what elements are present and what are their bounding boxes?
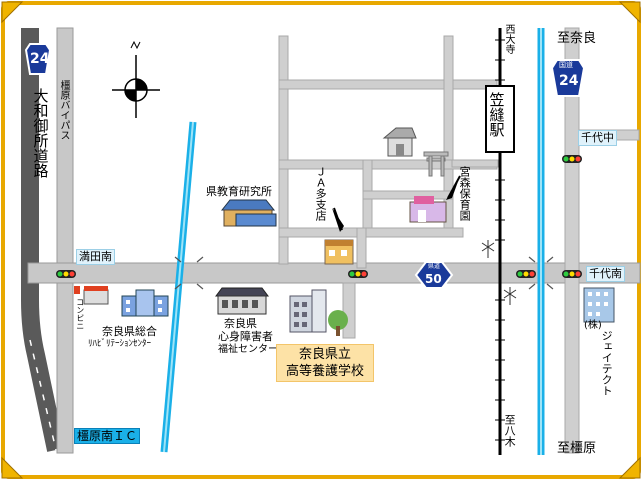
north-arrow-icon xyxy=(112,40,160,118)
route-50-sign-text: 県道 xyxy=(428,263,441,270)
factory-icon xyxy=(583,287,615,323)
label-kashihara-bypass: 橿原バイパス xyxy=(58,80,69,140)
building-icon xyxy=(220,199,277,227)
convenience-store-icon xyxy=(74,286,109,305)
route-24-right-sign xyxy=(550,59,586,97)
label-welfare-2: 心身障害者 xyxy=(218,330,273,343)
label-nursery: 宮森保育園 xyxy=(458,166,472,221)
label-to-kashihara: 至橿原 xyxy=(557,441,597,456)
route-24-sign-text: 国道 xyxy=(559,61,573,69)
route-50-number: 50 xyxy=(425,272,442,286)
highway-center-line xyxy=(29,339,57,451)
bridge-marks xyxy=(174,256,554,290)
label-welfare-1: 奈良県 xyxy=(224,317,257,330)
school-label-line1: 奈良県立 xyxy=(298,347,351,362)
school-label: 奈良県立 高等養護学校 xyxy=(276,344,374,382)
label-ja-branch: ＪＡ多支店 xyxy=(314,166,328,221)
label-kashihara-minami-ic: 橿原南ＩＣ xyxy=(74,428,141,444)
label-jtekt: ジェイテクト xyxy=(600,330,614,396)
traffic-signal-icon xyxy=(56,155,582,278)
route-50-road xyxy=(27,262,641,284)
route-24-left-number: 24 xyxy=(30,51,50,67)
yamato-gosho-road xyxy=(21,28,65,452)
label-jtekt-kabu: (株) xyxy=(584,320,602,331)
label-to-nara: 至奈良 xyxy=(557,31,597,46)
label-nishi-oodera: 西大寺 xyxy=(503,24,514,54)
label-to-yagi: 至八木 xyxy=(503,414,517,447)
kasanui-station-box xyxy=(485,85,515,153)
torii-icon xyxy=(423,151,449,177)
shrine-icon xyxy=(382,127,417,157)
level-crossing-icon xyxy=(481,240,517,305)
route-50-sign xyxy=(414,261,454,289)
building-icon xyxy=(121,289,169,317)
route-24-left-sign xyxy=(24,43,52,75)
label-rehab-center-2: ﾘﾊﾋﾞﾘﾃｰｼｮﾝｾﾝﾀｰ xyxy=(88,339,152,349)
school-icon xyxy=(289,289,348,336)
label-yamato-gosho-road: 大和御所道路 xyxy=(31,88,50,178)
school-label-line2: 高等養護学校 xyxy=(285,364,364,379)
building-icon xyxy=(409,196,447,223)
label-chiyo-naka: 千代中 xyxy=(578,130,617,146)
kashihara-bypass xyxy=(56,27,74,454)
label-kasanui-station: 笠縫駅 xyxy=(487,92,506,137)
label-chiyo-minami: 千代南 xyxy=(586,266,625,282)
local-roads xyxy=(278,27,580,454)
label-mitadaminami: 満田南 xyxy=(76,249,115,265)
label-edu-institute: 県教育研究所 xyxy=(206,185,272,198)
building-icon xyxy=(324,239,354,265)
route-24-right-number: 24 xyxy=(559,73,579,89)
building-icon xyxy=(215,287,269,315)
label-rehab-center-1: 奈良県総合 xyxy=(102,325,157,338)
pointer-arrow-icon xyxy=(332,175,461,232)
label-welfare-3: 福祉センター xyxy=(218,344,278,355)
label-convenience: コンビニ xyxy=(75,298,85,330)
